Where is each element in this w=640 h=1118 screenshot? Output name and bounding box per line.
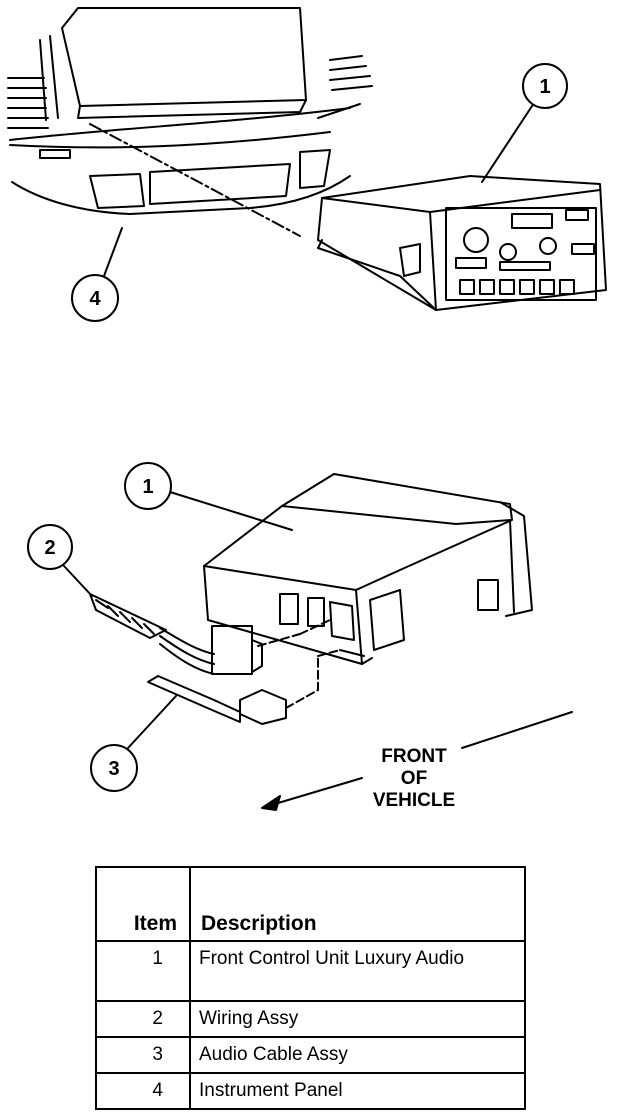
item-description: Audio Cable Assy	[189, 1036, 526, 1074]
table-row: 4 Instrument Panel	[95, 1072, 526, 1110]
item-number: 1	[95, 940, 191, 1002]
right-vent	[317, 55, 373, 119]
radio-opening	[89, 149, 331, 209]
front-label-line-2: OF	[401, 768, 427, 789]
callout-2-label: 2	[44, 537, 55, 559]
front-label-line-3: VEHICLE	[373, 790, 455, 811]
item-column-header: Item	[95, 866, 191, 942]
wiring-harness-drawing	[89, 593, 331, 675]
callout-2: 2	[27, 524, 93, 597]
item-number: 3	[95, 1036, 191, 1074]
parts-legend-table: Item Description 1 Front Control Unit Lu…	[95, 866, 526, 1110]
item-description: Front Control Unit Luxury Audio	[189, 940, 526, 1002]
diagram-artwork: 1 4	[7, 7, 607, 811]
item-number: 4	[95, 1072, 191, 1110]
description-column-header: Description	[189, 866, 526, 942]
legend-header-row: Item Description	[95, 866, 526, 942]
table-row: 2 Wiring Assy	[95, 1000, 526, 1038]
front-of-vehicle-indicator: FRONT OF VEHICLE	[261, 711, 573, 811]
table-row: 3 Audio Cable Assy	[95, 1036, 526, 1074]
item-description: Instrument Panel	[189, 1072, 526, 1110]
item-number: 2	[95, 1000, 191, 1038]
left-vent	[7, 77, 49, 129]
callout-4-label: 4	[89, 288, 101, 310]
radio-unit-rear-drawing	[203, 473, 533, 665]
callout-1-top-label: 1	[539, 76, 550, 98]
callout-3: 3	[90, 695, 177, 792]
item-description: Wiring Assy	[189, 1000, 526, 1038]
callout-1-bottom: 1	[124, 462, 293, 531]
callout-1-bottom-label: 1	[142, 476, 153, 498]
callout-4: 4	[71, 227, 123, 322]
table-row: 1 Front Control Unit Luxury Audio	[95, 940, 526, 1002]
callout-1-top: 1	[481, 63, 568, 183]
front-label-line-1: FRONT	[381, 746, 447, 767]
audio-cable-drawing	[147, 649, 341, 725]
radio-unit-top-drawing	[317, 175, 607, 311]
callout-3-label: 3	[108, 758, 119, 780]
instrument-panel-drawing	[7, 7, 373, 237]
